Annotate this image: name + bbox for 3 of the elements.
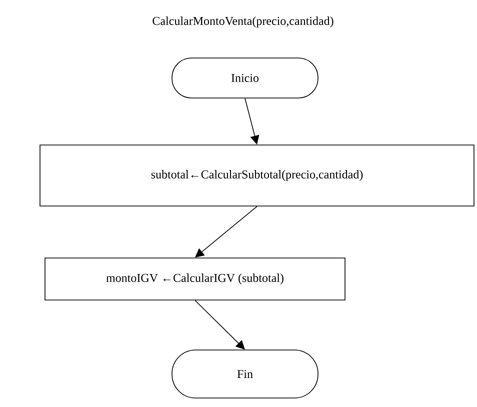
title: CalcularMontoVenta(precio,cantidad) — [152, 16, 334, 28]
process-box: montoIGV ←CalcularIGV (subtotal) — [44, 258, 346, 300]
process-box: subtotal←CalcularSubtotal(precio,cantidad) — [40, 144, 474, 206]
